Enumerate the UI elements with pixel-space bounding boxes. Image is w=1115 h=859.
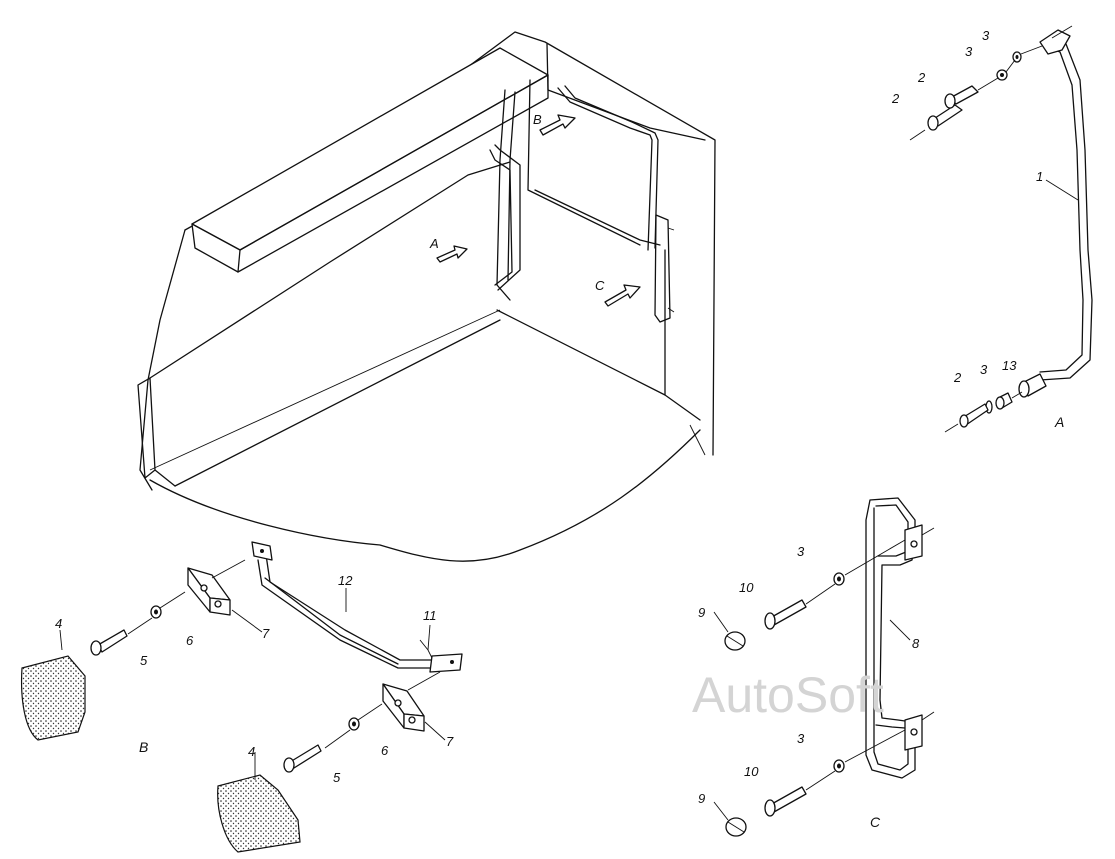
view-b-label-6-lower: 6 [381,743,389,758]
view-c-label-8: 8 [912,636,920,651]
view-b-label-11: 11 [423,608,437,623]
view-c-label-10-upper: 10 [739,580,754,595]
cab-interior [137,31,716,562]
view-b-label-12: 12 [338,573,353,588]
view-b-title: B [139,739,148,755]
view-b-label-5-lower: 5 [333,770,341,785]
view-c-label-3-lower: 3 [797,731,805,746]
arrow-c-label: C [595,278,605,293]
view-b-label-4-lower: 4 [248,744,255,759]
view-c-title: C [870,814,881,830]
arrow-b-label: B [533,112,542,127]
view-b-label-7-upper: 7 [262,626,270,641]
view-a-label-2-upper: 2 [917,70,926,85]
watermark: AutoSoft [692,667,884,723]
view-arrow-a: A [429,236,468,263]
view-b-label-5-upper: 5 [140,653,148,668]
view-a-label-13: 13 [1002,358,1017,373]
view-c-label-10-lower: 10 [744,764,759,779]
view-b-label-7-lower: 7 [446,734,454,749]
view-a-label-3-upper: 3 [965,44,973,59]
view-a-label-3-lower: 3 [980,362,988,377]
view-arrow-c: C [595,278,641,307]
arrow-a-label: A [429,236,439,251]
view-a-label-2-lower: 2 [953,370,962,385]
view-b-label-6-upper: 6 [186,633,194,648]
view-c-assembly [713,497,935,837]
view-a-assembly [909,25,1093,433]
view-a-label-1: 1 [1036,169,1043,184]
view-arrow-b: B [533,112,576,136]
view-c-label-9-upper: 9 [698,605,705,620]
view-a-label-2-mid: 2 [891,91,900,106]
view-c-label-3-upper: 3 [797,544,805,559]
view-a-title: A [1054,414,1064,430]
view-b-label-4-upper: 4 [55,616,62,631]
view-a-label-3-top: 3 [982,28,990,43]
view-c-label-9-lower: 9 [698,791,705,806]
view-b-assembly [20,541,463,853]
